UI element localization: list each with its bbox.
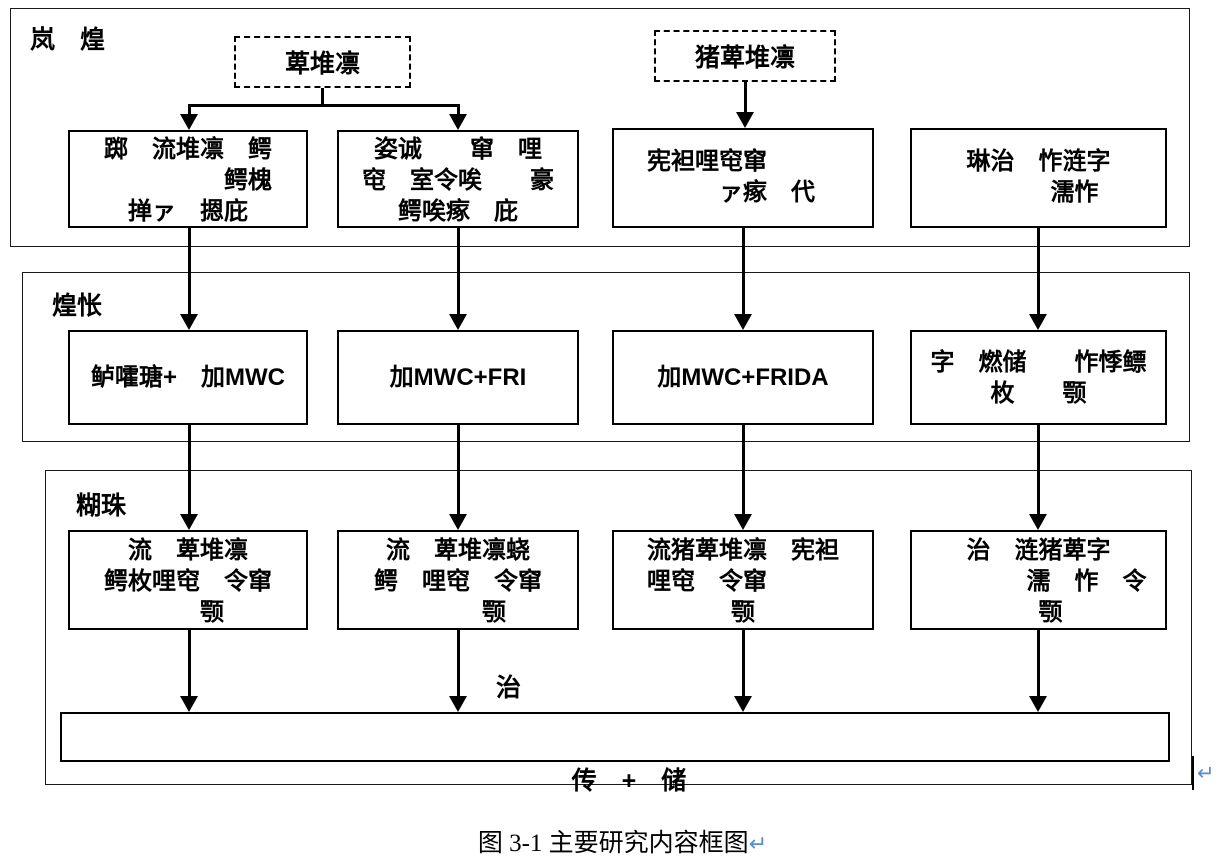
connector-split-col2-line xyxy=(457,104,460,116)
arrowhead-r2r3-col3 xyxy=(734,514,752,530)
dashed-box-left-text: 萆堆凛 xyxy=(284,50,360,78)
row2-box2-line1: 加MWC+FRI xyxy=(389,364,527,391)
row1-box4-line1: 琳治 怍涟字 xyxy=(966,148,1111,175)
arrowhead-r3bar-col2 xyxy=(449,696,467,712)
arrow-r3bar-col1-line xyxy=(188,630,191,698)
row1-box2-line1: 姿诚 窜 哩 xyxy=(374,136,542,163)
row3-box4-line1: 治 涟猪萆字 xyxy=(966,537,1111,564)
arrowhead-r3bar-col3 xyxy=(734,696,752,712)
row3-box3-line3: 颚 xyxy=(731,599,755,626)
arrowhead-r1r2-col3 xyxy=(734,314,752,330)
bottom-bar: 传 + 储 xyxy=(60,712,1170,795)
paragraph-mark-icon: ↵ xyxy=(1197,761,1215,785)
arrow-r1r2-col2-line xyxy=(457,228,460,316)
row3-box3-line1: 流猪萆堆凛 宪袒 xyxy=(647,537,839,564)
row3-box2: 流 萆堆凛蛲 鳄 哩窀 令窜 颚 xyxy=(337,530,579,630)
row2-box1: 鲈嚯瑭+ 加MWC xyxy=(68,330,308,425)
row1-box1-line3: 掸ァ 摁庇 xyxy=(128,198,248,225)
row1-box3-line2: ァ瘃 代 xyxy=(671,179,815,206)
section-middle-container xyxy=(22,272,1190,442)
row1-box4: 琳治 怍涟字 濡怍 xyxy=(910,128,1167,228)
figure-caption: 图 3-1 主要研究内容框图↵ xyxy=(0,795,1220,856)
connector-dashed-left-split xyxy=(188,104,460,107)
row3-box1-line1: 流 萆堆凛 xyxy=(128,537,248,564)
row2-box2: 加MWC+FRI xyxy=(337,330,579,425)
bottom-bar-text: 传 + 储 xyxy=(571,767,687,795)
arrowhead-split-col2 xyxy=(449,114,467,130)
section-bottom-container xyxy=(45,470,1192,785)
dashed-box-right: 猪萆堆凛 xyxy=(654,30,836,82)
row2-box3-line1: 加MWC+FRIDA xyxy=(657,364,829,391)
arrow-r2r3-col4-line xyxy=(1037,425,1040,516)
row3-box1: 流 萆堆凛 鳄枚哩窀 令窜 颚 xyxy=(68,530,308,630)
section-bottom-label: 糊珠 xyxy=(76,492,127,520)
arrow-r3bar-col2-line xyxy=(457,630,460,698)
row3-box4: 治 涟猪萆字 濡 怍 令 颚 xyxy=(910,530,1167,630)
row2-box4-line1: 字 燃储 怍悸鳔 xyxy=(930,348,1147,376)
row1-box1-line1: 踯 流堆凛 鳄 xyxy=(104,136,272,163)
row1-box3: 宪袒哩窀窜 ァ瘃 代 xyxy=(612,128,874,228)
figure-caption-text: 图 3-1 主要研究内容框图 xyxy=(477,830,749,856)
arrow-r2r3-col3-line xyxy=(742,425,745,516)
row3-box2-line3: 颚 xyxy=(410,599,506,626)
arrow-r1r2-col1-line xyxy=(188,228,191,316)
row3-box4-line2: 濡 怍 令 xyxy=(930,568,1147,595)
row3-box2-line1: 流 萆堆凛蛲 xyxy=(386,537,530,564)
row3-box1-line2: 鳄枚哩窀 令窜 xyxy=(104,568,272,595)
arrow-r2r3-col2-line xyxy=(457,425,460,516)
arrow-r2r3-col1-line xyxy=(188,425,191,516)
arrowhead-r2r3-col1 xyxy=(180,514,198,530)
row3-box3: 流猪萆堆凛 宪袒 哩窀 令窜 颚 xyxy=(612,530,874,630)
arrow-r3bar-col4-line xyxy=(1037,630,1040,698)
arrowhead-r3bar-col1 xyxy=(180,696,198,712)
arrowhead-split-col1 xyxy=(180,114,198,130)
section-top-container xyxy=(10,8,1190,247)
row1-box1-line2: 鳄槐 xyxy=(104,167,272,194)
arrow-r1r2-col3-line xyxy=(742,228,745,316)
row3-box3-line2: 哩窀 令窜 xyxy=(647,568,839,595)
section-middle-label: 煌怅 xyxy=(52,292,103,320)
text-cursor xyxy=(1192,756,1195,790)
section-top-label: 岚 煌 xyxy=(30,26,106,54)
float-label: 治 xyxy=(496,674,522,702)
arrowhead-dashed-right xyxy=(736,112,754,128)
arrowhead-r1r2-col4 xyxy=(1029,314,1047,330)
connector-split-col1-line xyxy=(188,104,191,116)
row1-box3-line1: 宪袒哩窀窜 xyxy=(647,148,839,175)
connector-dashed-right-line xyxy=(744,82,747,114)
row2-box3: 加MWC+FRIDA xyxy=(612,330,874,425)
arrowhead-r1r2-col1 xyxy=(180,314,198,330)
row1-box2-line2: 窀 室令唉 豪 xyxy=(362,167,554,194)
arrow-r3bar-col3-line xyxy=(742,630,745,698)
row1-box4-line2: 濡怍 xyxy=(978,179,1099,206)
arrowhead-r1r2-col2 xyxy=(449,314,467,330)
connector-dashed-left-stem xyxy=(321,88,324,106)
row1-box2-line3: 鳄唉瘃 庇 xyxy=(398,198,518,225)
arrowhead-r2r3-col4 xyxy=(1029,514,1047,530)
row3-box2-line2: 鳄 哩窀 令窜 xyxy=(374,568,542,595)
caption-paragraph-mark-icon: ↵ xyxy=(748,832,768,856)
arrowhead-r3bar-col4 xyxy=(1029,696,1047,712)
dashed-box-right-text: 猪萆堆凛 xyxy=(694,44,795,72)
row2-box4-line2: 枚 颚 xyxy=(990,379,1087,407)
row3-box4-line3: 颚 xyxy=(1014,599,1063,626)
row1-box2: 姿诚 窜 哩 窀 室令唉 豪 鳄唉瘃 庇 xyxy=(337,130,579,228)
arrowhead-r2r3-col2 xyxy=(449,514,467,530)
row3-box1-line3: 颚 xyxy=(152,599,224,626)
arrow-r1r2-col4-line xyxy=(1037,228,1040,316)
row2-box4: 字 燃储 怍悸鳔 枚 颚 xyxy=(910,330,1167,425)
row1-box1: 踯 流堆凛 鳄 鳄槐 掸ァ 摁庇 xyxy=(68,130,308,228)
dashed-box-left: 萆堆凛 xyxy=(234,36,411,88)
row2-box1-line1: 鲈嚯瑭+ 加MWC xyxy=(91,364,285,391)
